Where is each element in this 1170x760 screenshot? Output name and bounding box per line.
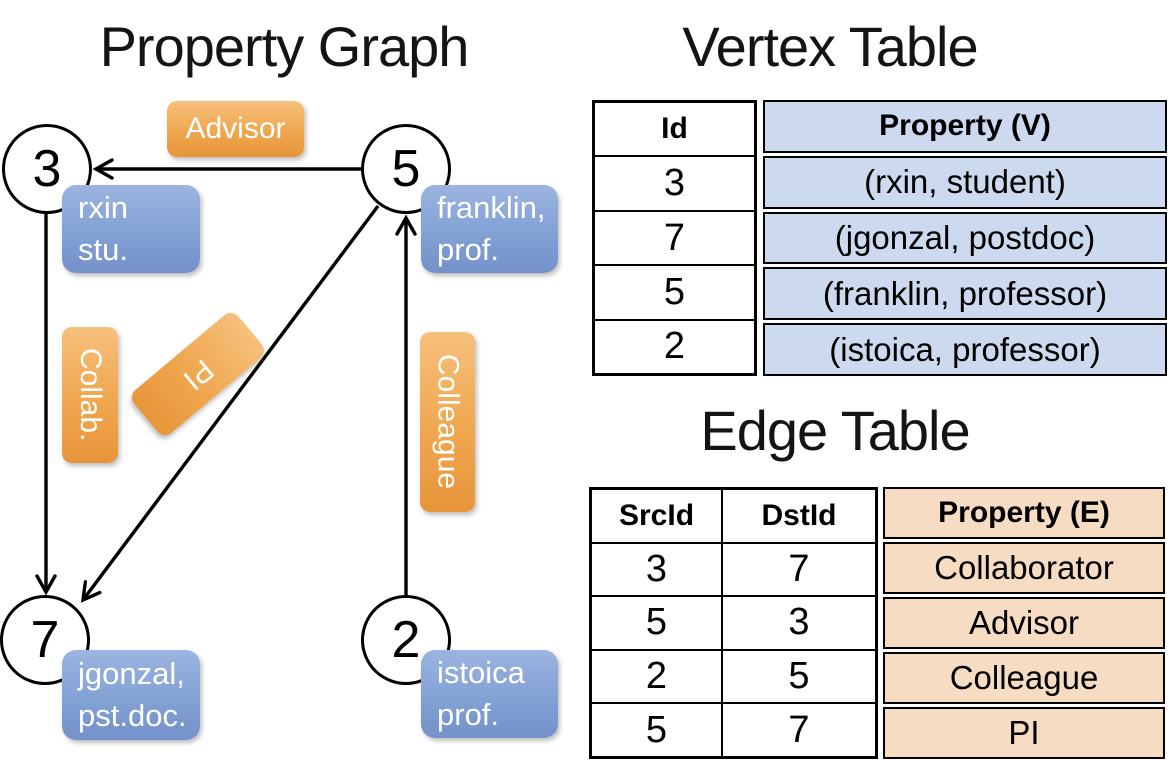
vertex-prop-line: prof. <box>437 232 500 267</box>
edge-srcid-cell: 2 <box>592 650 723 703</box>
edge-property-header: Property (E) <box>883 487 1165 539</box>
node-id: 2 <box>391 611 421 669</box>
vertex-id-cell: 3 <box>663 162 686 205</box>
vertex-prop-line: istoica <box>437 655 525 690</box>
table-row: 3 <box>595 155 754 209</box>
vertex-property-header: Property (V) <box>763 100 1167 153</box>
edge-5-to-7 <box>80 204 380 603</box>
edge-dstid-cell: 7 <box>788 547 810 590</box>
vertex-id-header: Id <box>661 112 688 146</box>
edge-srcid-header: SrcId <box>592 490 723 542</box>
edge-table-property-column: Property (E) Collaborator Advisor Collea… <box>883 487 1165 759</box>
edge-dstid-cell: 5 <box>788 655 810 698</box>
vertex-table-title: Vertex Table <box>682 15 978 78</box>
table-row: 3 7 <box>592 541 875 596</box>
edge-dstid-header: DstId <box>761 498 837 532</box>
edge-srcid-cell: 5 <box>592 597 723 649</box>
node-id: 5 <box>391 140 421 198</box>
vertex-prop-line: prof. <box>437 697 500 732</box>
vertex-property-cell: (rxin, student) <box>763 155 1167 209</box>
table-row: 2 <box>595 318 754 373</box>
vertex-prop-box-3: rxin stu. <box>62 185 200 273</box>
vertex-property-cell: (jgonzal, postdoc) <box>763 211 1167 265</box>
node-id: 7 <box>30 611 60 669</box>
vertex-property-cell: (franklin, professor) <box>763 267 1167 321</box>
table-row: 5 <box>595 264 754 318</box>
edge-label-collab: Collab. <box>62 327 118 463</box>
vertex-prop-box-2: istoica prof. <box>421 650 558 738</box>
vertex-table-property-column: Property (V) (rxin, student) (jgonzal, p… <box>763 100 1167 376</box>
edge-srcid-cell: 3 <box>592 543 723 596</box>
table-row: SrcId DstId <box>592 490 875 542</box>
vertex-prop-box-7: jgonzal, pst.doc. <box>62 650 200 740</box>
vertex-id-cell: 7 <box>663 216 686 259</box>
edge-property-cell: PI <box>883 707 1165 759</box>
edge-table-title: Edge Table <box>700 399 970 462</box>
vertex-prop-line: stu. <box>78 232 128 267</box>
edge-dstid-cell: 3 <box>788 601 810 644</box>
vertex-prop-line: franklin, <box>437 190 546 225</box>
vertex-prop-line: pst.doc. <box>78 698 187 733</box>
edge-property-cell: Advisor <box>883 597 1165 649</box>
vertex-table-id-column: Id 3 7 5 2 <box>592 100 757 376</box>
vertex-property-cell: (istoica, professor) <box>763 323 1167 376</box>
table-row: 2 5 <box>592 648 875 703</box>
edge-dstid-cell: 7 <box>788 708 810 751</box>
vertex-prop-line: jgonzal, <box>78 656 185 691</box>
node-id: 3 <box>32 140 62 198</box>
edge-label-colleague: Colleague <box>420 332 475 512</box>
edge-property-cell: Colleague <box>883 652 1165 704</box>
table-row: 5 7 <box>592 702 875 756</box>
property-graph-title: Property Graph <box>99 15 470 78</box>
edge-property-cell: Collaborator <box>883 542 1165 594</box>
vertex-id-cell: 5 <box>663 270 686 313</box>
edge-label-advisor: Advisor <box>167 101 304 157</box>
table-row: 5 3 <box>592 595 875 649</box>
vertex-id-cell: 2 <box>663 325 686 368</box>
table-row: Id <box>595 103 754 155</box>
vertex-prop-line: rxin <box>78 190 128 225</box>
edge-srcid-cell: 5 <box>592 704 723 756</box>
edge-table-id-columns: SrcId DstId 3 7 5 3 2 5 5 7 <box>589 487 878 759</box>
graph-node-3: 3 <box>2 124 92 214</box>
vertex-prop-box-5: franklin, prof. <box>421 185 558 273</box>
table-row: 7 <box>595 209 754 264</box>
